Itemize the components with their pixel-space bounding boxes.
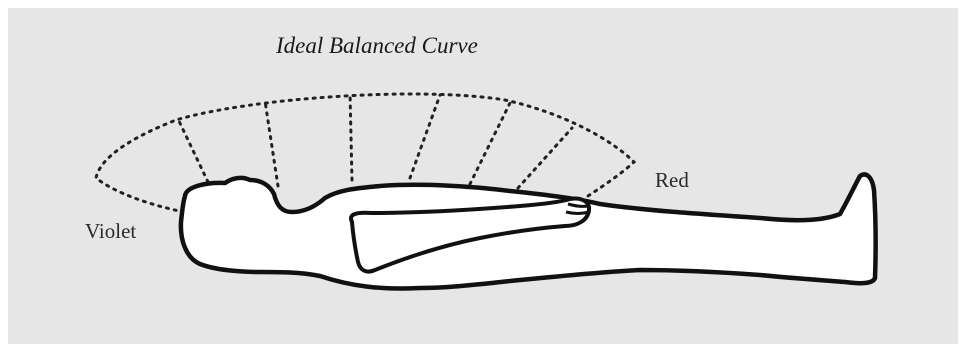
violet-label: Violet bbox=[85, 219, 136, 243]
red-label: Red bbox=[655, 168, 689, 192]
diagram-title: Ideal Balanced Curve bbox=[275, 33, 478, 58]
diagram-panel bbox=[8, 8, 958, 344]
